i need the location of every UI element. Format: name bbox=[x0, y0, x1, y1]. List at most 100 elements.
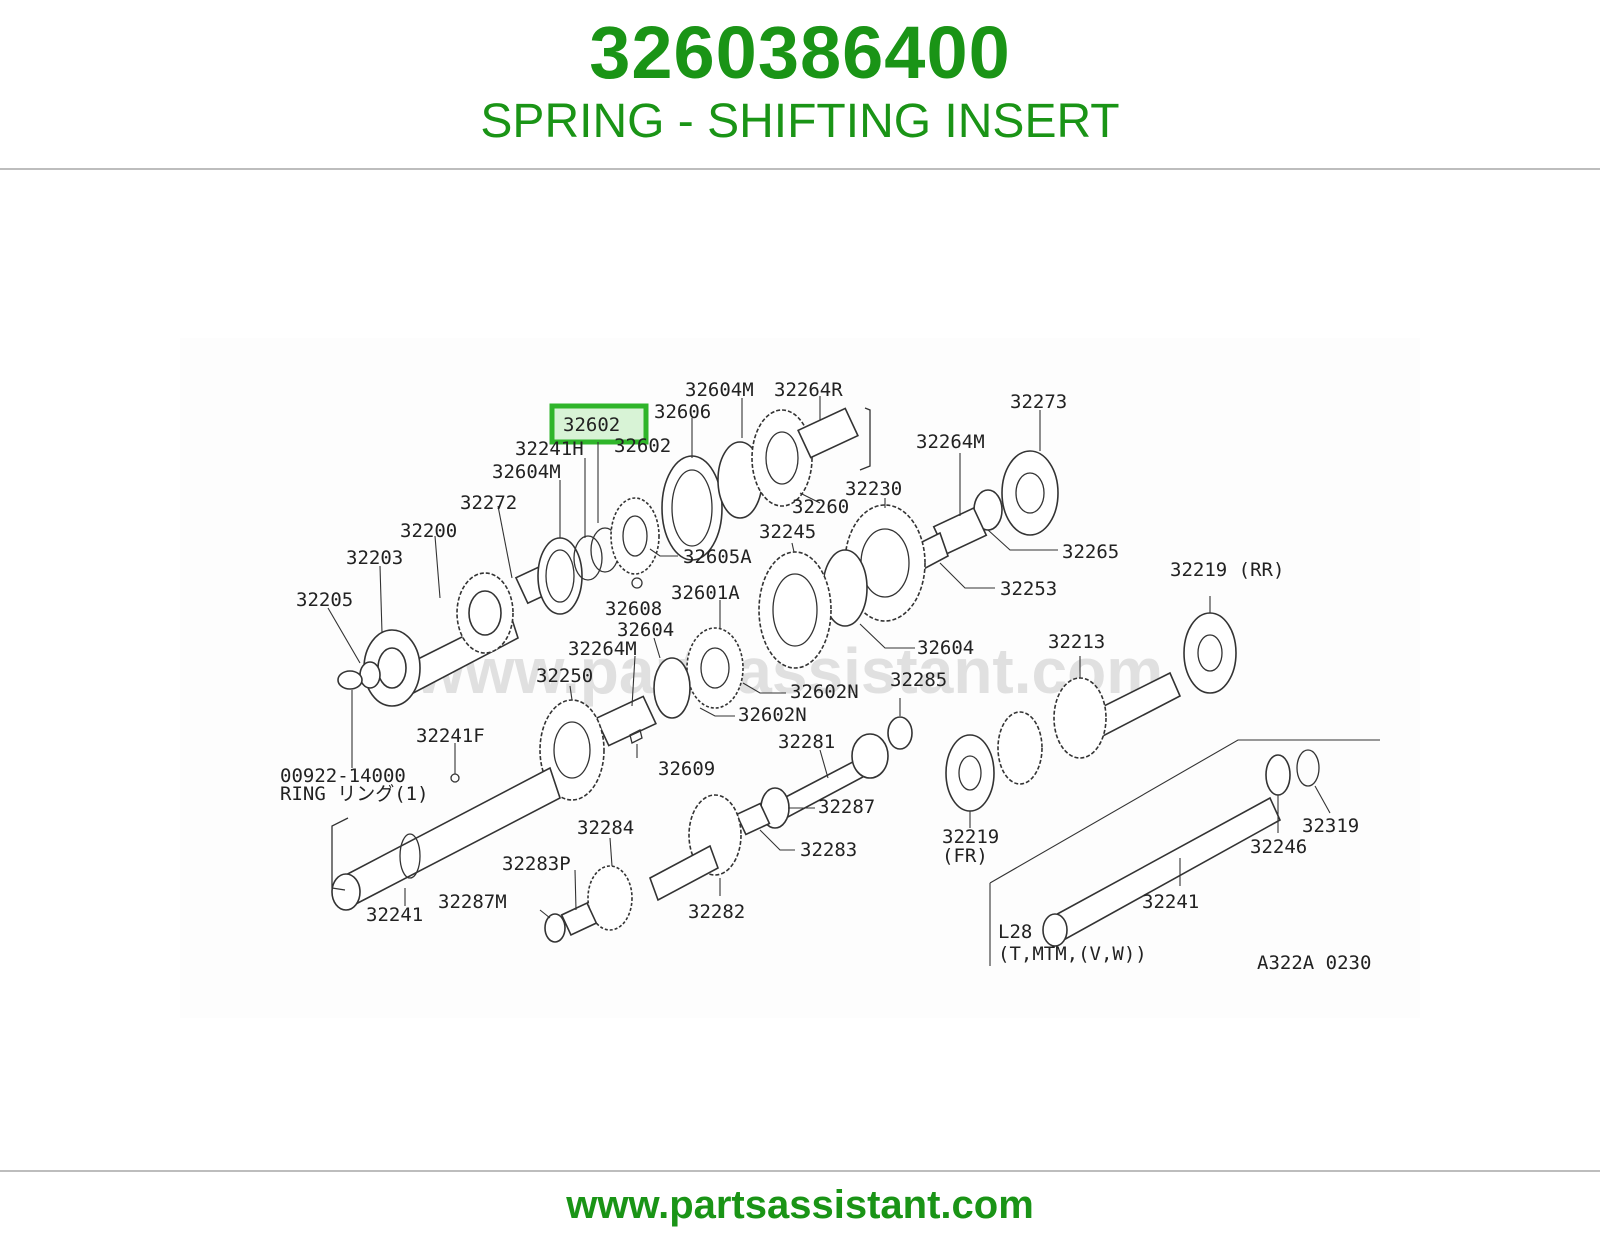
label-32287[interactable]: 32287 bbox=[818, 796, 875, 818]
ball-32241F bbox=[450, 773, 460, 783]
label-32264R[interactable]: 32264R bbox=[774, 379, 843, 401]
label-32219-rr[interactable]: 32219 (RR) bbox=[1170, 559, 1284, 581]
label-32219-fr[interactable]: 32219 bbox=[942, 826, 999, 848]
label-32241-right[interactable]: 32241 bbox=[1142, 891, 1199, 913]
bracket-32241 bbox=[331, 817, 349, 891]
bearing-32283 bbox=[735, 802, 771, 836]
label-32602N-2[interactable]: 32602N bbox=[738, 704, 807, 726]
label-32604M-left[interactable]: 32604M bbox=[492, 461, 561, 483]
label-32604-mid[interactable]: 32604 bbox=[617, 619, 674, 641]
leader-32281 bbox=[819, 749, 829, 779]
gear-32245 bbox=[758, 551, 832, 669]
gear-32260 bbox=[751, 409, 813, 507]
bearing-32219-fr-inner bbox=[958, 755, 982, 791]
footer-site-link[interactable]: www.partsassistant.com bbox=[566, 1183, 1034, 1227]
label-32241H[interactable]: 32241H bbox=[515, 438, 584, 460]
diagram-svg: www.partsassistant.com bbox=[280, 379, 1380, 974]
label-32604M-top[interactable]: 32604M bbox=[685, 379, 754, 401]
leader-32283 bbox=[759, 829, 795, 851]
label-32287M[interactable]: 32287M bbox=[438, 891, 507, 913]
shaft-32282 bbox=[649, 844, 719, 902]
label-32264M-right[interactable]: 32264M bbox=[916, 431, 985, 453]
leader-lines bbox=[327, 396, 1331, 919]
leader-32287M bbox=[539, 909, 551, 919]
label-l28-variants: (T,MTM,(V,W)) bbox=[998, 943, 1147, 965]
label-fr: (FR) bbox=[942, 845, 988, 867]
label-32200[interactable]: 32200 bbox=[400, 520, 457, 542]
leader-32200 bbox=[434, 535, 441, 599]
bearing-32219-rr-inner bbox=[1197, 634, 1223, 672]
leader-32265 bbox=[987, 529, 1058, 551]
label-32273[interactable]: 32273 bbox=[1010, 391, 1067, 413]
label-32601A[interactable]: 32601A bbox=[671, 582, 740, 604]
leader-32260 bbox=[799, 492, 821, 504]
label-32246[interactable]: 32246 bbox=[1250, 836, 1307, 858]
sync-hub-32601A-inner bbox=[700, 647, 730, 689]
label-32283[interactable]: 32283 bbox=[800, 839, 857, 861]
label-32283P[interactable]: 32283P bbox=[502, 853, 571, 875]
leader-32602N-2 bbox=[699, 707, 735, 717]
label-32602-highlighted[interactable]: 32602 bbox=[563, 414, 620, 436]
bearing-32219-fr bbox=[945, 734, 995, 812]
header-divider bbox=[0, 168, 1600, 170]
needle-bearing-32264R bbox=[797, 407, 859, 459]
label-32602N-1[interactable]: 32602N bbox=[790, 681, 859, 703]
leader-32250 bbox=[569, 685, 573, 701]
leader-32604-right bbox=[859, 623, 915, 649]
label-32282[interactable]: 32282 bbox=[688, 901, 745, 923]
label-32609[interactable]: 32609 bbox=[658, 758, 715, 780]
label-32284[interactable]: 32284 bbox=[577, 817, 634, 839]
gear-32200-hub bbox=[468, 590, 502, 636]
coupling-sleeve-32606-inner bbox=[671, 469, 713, 547]
shaft-32281-head bbox=[851, 733, 889, 779]
label-32213[interactable]: 32213 bbox=[1048, 631, 1105, 653]
sync-hub-32605A bbox=[610, 497, 660, 575]
label-32605A[interactable]: 32605A bbox=[683, 546, 752, 568]
label-32604-right[interactable]: 32604 bbox=[917, 637, 974, 659]
leader-32602N-1 bbox=[742, 682, 786, 694]
gear-32245-hub bbox=[772, 573, 818, 647]
gear-32213 bbox=[1053, 677, 1107, 759]
mainshaft-32241-l28-end bbox=[1042, 913, 1068, 947]
label-00922-14000[interactable]: 00922-14000 bbox=[280, 765, 406, 787]
leader-32272 bbox=[497, 505, 513, 579]
label-32245[interactable]: 32245 bbox=[759, 521, 816, 543]
upper-shaft-assembly bbox=[337, 407, 871, 707]
part-name-subtitle: SPRING - SHIFTING INSERT bbox=[480, 95, 1120, 148]
label-32241-left[interactable]: 32241 bbox=[366, 904, 423, 926]
bearing-32273 bbox=[1001, 450, 1059, 536]
leader-32264M-mid bbox=[631, 655, 636, 707]
label-32281[interactable]: 32281 bbox=[778, 731, 835, 753]
washer-32287M bbox=[544, 913, 566, 943]
snap-ring-32319 bbox=[1296, 749, 1320, 787]
mainshaft-32241-end bbox=[331, 873, 361, 911]
label-32265[interactable]: 32265 bbox=[1062, 541, 1119, 563]
label-32264M-mid[interactable]: 32264M bbox=[568, 638, 637, 660]
label-32253[interactable]: 32253 bbox=[1000, 578, 1057, 600]
label-32285[interactable]: 32285 bbox=[890, 669, 947, 691]
coupling-sleeve-32606 bbox=[661, 455, 723, 561]
nut-32205 bbox=[359, 661, 381, 689]
label-32602[interactable]: 32602 bbox=[614, 435, 671, 457]
leader-32203 bbox=[379, 565, 383, 634]
mainshaft-32241-l28 bbox=[1048, 796, 1282, 944]
label-32203[interactable]: 32203 bbox=[346, 547, 403, 569]
label-diagram-code: A322A 0230 bbox=[1257, 952, 1371, 974]
label-32319[interactable]: 32319 bbox=[1302, 815, 1359, 837]
label-32230[interactable]: 32230 bbox=[845, 478, 902, 500]
label-32260[interactable]: 32260 bbox=[792, 496, 849, 518]
snap-ring-00922 bbox=[337, 670, 363, 690]
label-32272[interactable]: 32272 bbox=[460, 492, 517, 514]
label-32205[interactable]: 32205 bbox=[296, 589, 353, 611]
bearing-32203-inner bbox=[377, 647, 407, 689]
label-32250[interactable]: 32250 bbox=[536, 665, 593, 687]
label-32241F[interactable]: 32241F bbox=[416, 725, 485, 747]
bearing-32283P bbox=[560, 902, 598, 936]
label-32606[interactable]: 32606 bbox=[654, 401, 711, 423]
gear-32250-hub bbox=[553, 721, 591, 779]
label-32608[interactable]: 32608 bbox=[605, 598, 662, 620]
label-l28: L28 bbox=[998, 921, 1032, 943]
leader-32605A bbox=[649, 548, 678, 557]
footer-divider bbox=[0, 1170, 1600, 1172]
baulk-ring-32604M-inner bbox=[545, 549, 575, 603]
